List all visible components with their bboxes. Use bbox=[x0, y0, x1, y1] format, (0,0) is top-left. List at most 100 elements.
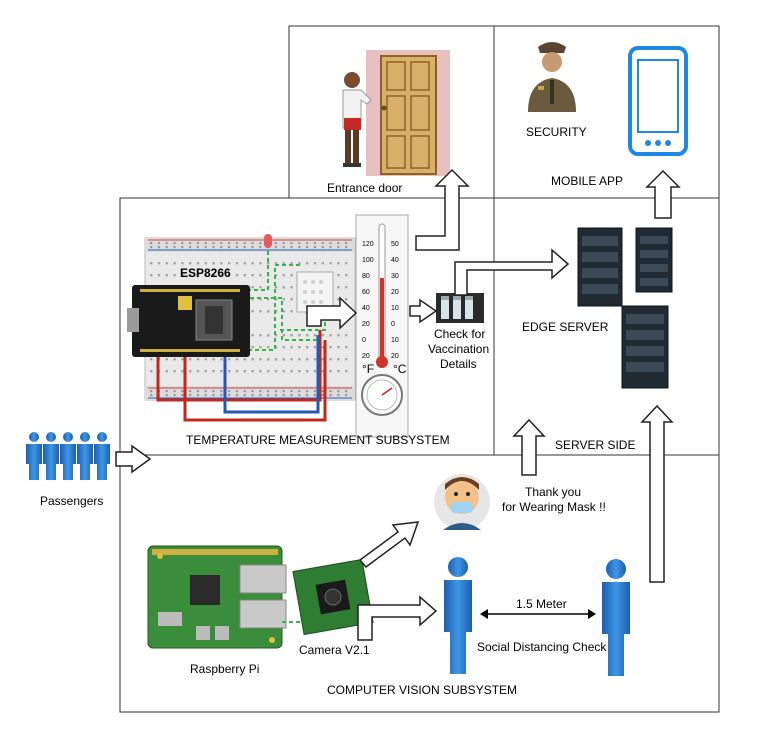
breadboard-hole bbox=[345, 370, 348, 373]
breadboard-hole bbox=[196, 390, 199, 393]
breadboard-hole bbox=[290, 262, 293, 265]
breadboard-hole bbox=[204, 358, 207, 361]
thank-you-line2: for Wearing Mask !! bbox=[502, 500, 606, 514]
breadboard-hole bbox=[306, 394, 309, 397]
breadboard-hole bbox=[298, 346, 301, 349]
breadboard-hole bbox=[329, 390, 332, 393]
breadboard-hole bbox=[196, 394, 199, 397]
breadboard-hole bbox=[189, 370, 192, 373]
breadboard-hole bbox=[306, 246, 309, 249]
breadboard-hole bbox=[173, 262, 176, 265]
thermometer-c-tick: 20 bbox=[391, 289, 399, 296]
breadboard-hole bbox=[196, 246, 199, 249]
breadboard-hole bbox=[181, 358, 184, 361]
breadboard-hole bbox=[298, 242, 301, 245]
led-illustration bbox=[264, 234, 272, 248]
breadboard-hole bbox=[267, 390, 270, 393]
breadboard-hole bbox=[228, 262, 231, 265]
passenger-icon bbox=[26, 432, 42, 480]
arrow-passengers-to-system bbox=[115, 444, 152, 474]
breadboard-hole bbox=[259, 390, 262, 393]
breadboard-hole bbox=[345, 246, 348, 249]
breadboard-hole bbox=[181, 242, 184, 245]
breadboard-hole bbox=[173, 274, 176, 277]
person-left-icon bbox=[444, 557, 472, 674]
breadboard-hole bbox=[243, 262, 246, 265]
breadboard-hole bbox=[313, 246, 316, 249]
thermometer-illustration bbox=[355, 214, 409, 438]
passengers-label: Passengers bbox=[40, 494, 103, 508]
edge-server-rack-1 bbox=[577, 227, 623, 307]
breadboard-hole bbox=[298, 246, 301, 249]
breadboard-hole bbox=[228, 274, 231, 277]
breadboard-hole bbox=[282, 310, 285, 313]
breadboard-hole bbox=[337, 246, 340, 249]
thermometer-f-tick: 60 bbox=[362, 289, 370, 296]
breadboard-hole bbox=[243, 394, 246, 397]
arrow-camera-to-person bbox=[357, 595, 438, 641]
breadboard-hole bbox=[259, 274, 262, 277]
vaccination-check-line3: Details bbox=[440, 357, 477, 371]
breadboard-hole bbox=[298, 334, 301, 337]
breadboard-hole bbox=[259, 346, 262, 349]
thermometer-c-tick: 50 bbox=[391, 241, 399, 248]
breadboard-hole bbox=[329, 246, 332, 249]
breadboard-hole bbox=[290, 242, 293, 245]
breadboard-hole bbox=[345, 242, 348, 245]
breadboard-hole bbox=[235, 394, 238, 397]
breadboard-hole bbox=[329, 242, 332, 245]
breadboard-hole bbox=[306, 390, 309, 393]
breadboard-hole bbox=[212, 246, 215, 249]
breadboard-hole bbox=[321, 242, 324, 245]
breadboard-hole bbox=[196, 370, 200, 373]
breadboard-hole bbox=[157, 274, 161, 277]
breadboard-hole bbox=[274, 246, 277, 249]
social-distancing-label: Social Distancing Check bbox=[477, 640, 607, 654]
breadboard-hole bbox=[150, 274, 153, 277]
breadboard-hole bbox=[181, 390, 184, 393]
breadboard-hole bbox=[274, 334, 278, 337]
breadboard-hole bbox=[251, 274, 254, 277]
security-label: SECURITY bbox=[526, 125, 587, 139]
breadboard-hole bbox=[313, 334, 317, 337]
breadboard-hole bbox=[204, 370, 207, 373]
breadboard-hole bbox=[329, 334, 332, 337]
breadboard-hole bbox=[165, 394, 168, 397]
breadboard-hole bbox=[282, 286, 285, 289]
breadboard-hole bbox=[212, 370, 215, 373]
security-guard-illustration bbox=[528, 42, 576, 112]
thermometer-f-tick: 120 bbox=[362, 241, 374, 248]
breadboard-hole bbox=[212, 390, 215, 393]
computer-vision-box bbox=[119, 454, 720, 713]
breadboard-hole bbox=[274, 286, 278, 289]
breadboard-hole bbox=[313, 346, 317, 349]
breadboard-hole bbox=[329, 370, 332, 373]
breadboard-hole bbox=[212, 242, 215, 245]
arrow-to-entrance-door bbox=[415, 168, 470, 251]
breadboard-hole bbox=[251, 394, 254, 397]
breadboard-hole bbox=[220, 274, 223, 277]
breadboard-hole bbox=[165, 274, 168, 277]
thermometer-f-tick: 20 bbox=[362, 321, 370, 328]
breadboard-hole bbox=[282, 358, 285, 361]
breadboard-hole bbox=[329, 346, 332, 349]
breadboard-hole bbox=[173, 358, 176, 361]
breadboard-hole bbox=[321, 390, 324, 393]
breadboard-hole bbox=[282, 394, 285, 397]
breadboard-hole bbox=[345, 394, 348, 397]
breadboard-hole bbox=[267, 310, 270, 313]
thermometer-c-tick: 30 bbox=[391, 273, 399, 280]
arrow-pi-to-mask-check bbox=[358, 521, 420, 569]
breadboard-hole bbox=[220, 246, 223, 249]
breadboard-hole bbox=[243, 242, 246, 245]
breadboard-hole bbox=[251, 358, 254, 361]
esp8266-label: ESP8266 bbox=[180, 266, 231, 280]
breadboard-hole bbox=[204, 246, 207, 249]
thermometer-c-tick: 10 bbox=[391, 305, 399, 312]
breadboard-hole bbox=[259, 286, 262, 289]
person-right-icon bbox=[602, 559, 630, 676]
breadboard-hole bbox=[204, 274, 207, 277]
breadboard-hole bbox=[251, 262, 254, 265]
breadboard-hole bbox=[181, 274, 184, 277]
esp8266-board bbox=[127, 285, 250, 357]
